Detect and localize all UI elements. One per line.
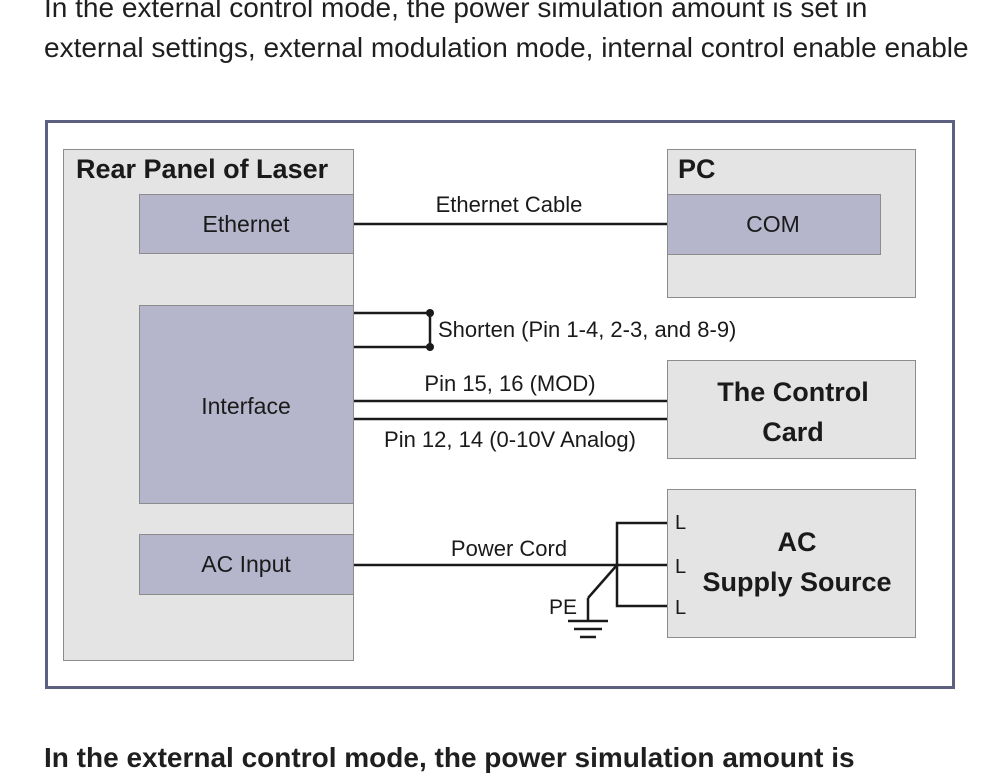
terminal-label-bottom: L [675, 597, 686, 619]
control-card-line1: The Control [717, 377, 868, 407]
power-cord-connection: Power Cord [354, 521, 667, 620]
laser-panel-title: Rear Panel of Laser [76, 154, 329, 184]
ac-input-port-label: AC Input [201, 551, 291, 577]
pc-box: PC COM [667, 149, 916, 298]
ac-supply-line1: AC [778, 527, 817, 557]
shorten-label: Shorten (Pin 1-4, 2-3, and 8-9) [438, 317, 736, 342]
ethernet-cable-connection: Ethernet Cable [354, 192, 667, 226]
com-port-label: COM [746, 211, 800, 237]
ac-input-port [139, 534, 354, 595]
terminal-label-top: L [675, 512, 686, 534]
ac-supply-box: AC Supply Source L L L [667, 489, 916, 638]
laser-rear-panel: Rear Panel of Laser Ethernet Interface A… [63, 149, 354, 661]
ac-supply-line2: Supply Source [702, 567, 891, 597]
ethernet-port-label: Ethernet [203, 211, 291, 237]
analog-connection: Pin 12, 14 (0-10V Analog) [354, 417, 667, 452]
mod-connection: Pin 15, 16 (MOD) [354, 371, 667, 403]
interface-port [139, 305, 354, 504]
interface-port-label: Interface [201, 393, 291, 419]
shorten-jumper: Shorten (Pin 1-4, 2-3, and 8-9) [354, 309, 736, 351]
pe-label: PE [549, 596, 577, 619]
com-port [667, 194, 881, 255]
analog-label: Pin 12, 14 (0-10V Analog) [384, 427, 636, 452]
control-card-line2: Card [762, 417, 824, 447]
control-card-box: The Control Card [667, 360, 916, 459]
power-cord-label: Power Cord [451, 536, 567, 561]
intro-paragraph: In the external control mode, the power … [44, 0, 969, 63]
mod-label: Pin 15, 16 (MOD) [424, 371, 595, 396]
pc-title: PC [678, 154, 716, 184]
wiring-diagram: Rear Panel of Laser Ethernet Interface A… [45, 120, 955, 689]
ground-icon [568, 619, 608, 639]
terminal-label-middle: L [675, 556, 686, 578]
ethernet-port [139, 194, 354, 254]
ethernet-cable-label: Ethernet Cable [436, 192, 583, 217]
next-paragraph: In the external control mode, the power … [44, 742, 855, 773]
